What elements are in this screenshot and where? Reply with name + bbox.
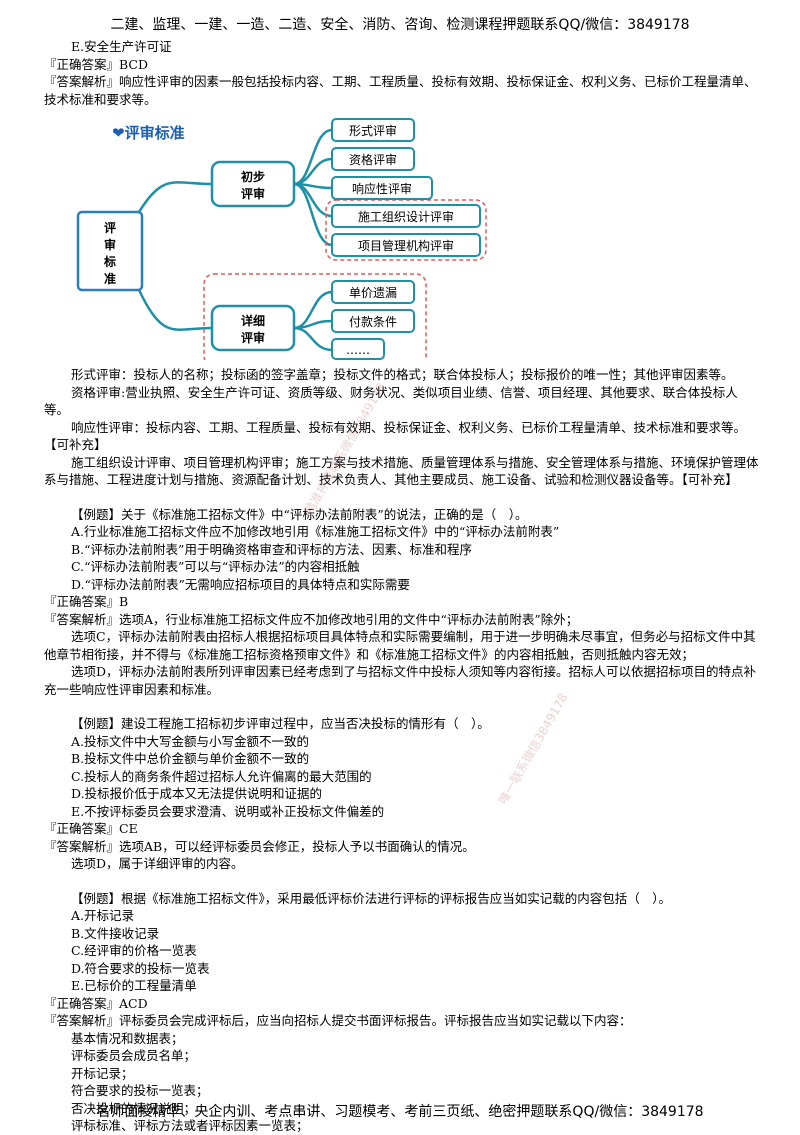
- q1-option-d: D.“评标办法前附表”无需响应招标项目的具体特点和实际需要: [71, 576, 410, 592]
- q3-option-a: A.开标记录: [71, 908, 135, 923]
- analysis-1: 『答案解析』响应性评审的因素一般包括投标内容、工期、工程质量、投标有效期、投标保…: [44, 74, 757, 107]
- root-label-2: 审: [104, 237, 116, 252]
- q2-stem: 【例题】建设工程施工招标初步评审过程中，应当否决投标的情形有（ ）。: [71, 716, 490, 731]
- page-header: 二建、监理、一建、一造、二造、安全、消防、咨询、检测课程押题联系QQ/微信：38…: [110, 17, 690, 33]
- q3-answer: 『正确答案』ACD: [44, 995, 148, 1011]
- prelim-item-4: 施工组织设计评审: [358, 209, 454, 224]
- connector-lines: [137, 128, 333, 352]
- q3-option-c: C.经评审的价格一览表: [71, 943, 197, 958]
- q1-analysis-2: 选项C，评标办法前附表由招标人根据招标项目具体特点和实际需要编制，用于进一步明确…: [44, 629, 756, 662]
- page-content: E.安全生产许可证 『正确答案』BCD 『答案解析』响应性评审的因素一般包括投标…: [44, 38, 760, 1135]
- prelim-item-box-2: [331, 147, 415, 171]
- prelim-item-2: 资格评审: [349, 152, 397, 167]
- q2-option-b: B.投标文件中总价金额与单价金额不一致的: [71, 751, 310, 766]
- detail-node: [210, 304, 296, 352]
- note-2: 资格评审:营业执照、安全生产许可证、资质等级、财务状况、类似项目业绩、信誉、项目…: [44, 384, 738, 418]
- q1-option-a: A.行业标准施工招标文件应不加修改地引用《标准施工招标文件》中的“评标办法前附表…: [71, 524, 560, 539]
- detail-item-box-1: [331, 280, 415, 304]
- q3-list-item-4: 符合要求的投标一览表；: [71, 1083, 209, 1098]
- q3-option-e: E.已标价的工程量清单: [71, 978, 197, 993]
- prelim-item-1: 形式评审: [349, 123, 397, 138]
- prelim-node: [210, 160, 296, 208]
- prelim-label-1: 初步: [241, 169, 265, 184]
- page-footer: 名师面授精华、央企内训、考点串讲、习题模考、考前三页纸、绝密押题联系QQ/微信：…: [96, 1104, 704, 1120]
- answer-1: 『正确答案』BCD: [44, 56, 149, 72]
- root-label-1: 评: [104, 221, 116, 235]
- q1-option-b: B.“评标办法前附表”用于明确资格审查和评标的方法、因素、标准和程序: [71, 541, 472, 557]
- q3-list-item-6: 评标标准、评标方法或者评标因素一览表；: [71, 1118, 309, 1133]
- root-label-3: 标: [103, 254, 116, 269]
- q2-option-e: E.不按评标委员会要求澄清、说明或补正投标文件偏差的: [71, 803, 385, 819]
- q3-analysis: 『答案解析』评标委员会完成评标后，应当向招标人提交书面评标报告。评标报告应当如实…: [44, 1013, 632, 1028]
- detail-item-1: 单价遗漏: [349, 286, 397, 300]
- q2-option-d: D.投标报价低于成本又无法提供说明和证据的: [71, 786, 323, 801]
- detail-item-box-2: [331, 309, 415, 333]
- prelim-item-3: 响应性评审: [352, 181, 412, 196]
- q3-list-item-2: 评标委员会成员名单；: [71, 1048, 197, 1063]
- prelim-label-2: 评审: [241, 186, 265, 201]
- option-e: E.安全生产许可证: [71, 39, 172, 54]
- detail-item-2: 付款条件: [349, 315, 397, 329]
- prelim-item-5: 项目管理机构评审: [358, 238, 454, 253]
- q3-list-item-5: 否决投标的情况说明；: [71, 1100, 197, 1116]
- diagram-title: ❤评审标准: [112, 124, 185, 142]
- prelim-item-box-5: [331, 233, 481, 257]
- root-label-4: 准: [104, 271, 116, 286]
- note-3: 响应性评审：投标内容、工期、工程质量、投标有效期、投标保证金、权利义务、已标价工…: [44, 419, 747, 453]
- detail-item-box-3: [331, 338, 385, 360]
- q2-option-a: A.投标文件中大写金额与小写金额不一致的: [71, 733, 310, 749]
- detail-item-3: ……: [346, 343, 370, 357]
- q1-analysis-3: 选项D，评标办法前附表所列评审因素已经考虑到了与招标文件中投标人须知等内容衔接。…: [44, 664, 757, 697]
- q2-analysis-1: 『答案解析』选项AB，可以经评标委员会修正，投标人予以书面确认的情况。: [44, 838, 475, 854]
- q3-list-item-1: 基本情况和数据表；: [71, 1030, 184, 1046]
- q1-answer: 『正确答案』B: [44, 594, 129, 609]
- detail-label-1: 详细: [241, 313, 265, 328]
- q1-stem: 【例题】关于《标准施工招标文件》中“评标办法前附表”的说法，正确的是（ ）。: [71, 506, 528, 522]
- note-4: 施工组织设计评审、项目管理机构评审；施工方案与技术措施、质量管理体系与措施、安全…: [44, 454, 759, 488]
- q2-answer: 『正确答案』CE: [44, 821, 138, 836]
- review-standard-diagram: ❤评审标准 评 审 标: [44, 112, 760, 360]
- note-1: 形式评审：投标人的名称；投标函的签字盖章；投标文件的格式；联合体投标人；投标报价…: [71, 367, 734, 382]
- q3-stem: 【例题】根据《标准施工招标文件》，采用最低评标价法进行评标的评标报告应当如实记载…: [71, 890, 672, 906]
- q1-analysis-1: 『答案解析』选项A，行业标准施工招标文件应不加修改地引用的文件中“评标办法前附表…: [44, 611, 579, 627]
- detail-group: [203, 273, 427, 360]
- detail-label-2: 评审: [241, 330, 265, 345]
- prelim-item-box-3: [331, 176, 433, 200]
- q1-option-c: C.“评标办法前附表”可以与“评标办法”的内容相抵触: [71, 559, 360, 574]
- q2-option-c: C.投标人的商务条件超过招标人允许偏离的最大范围的: [71, 768, 372, 784]
- prelim-item-box-4: [331, 204, 481, 228]
- prelim-item-box-1: [331, 118, 415, 142]
- q3-option-d: D.符合要求的投标一览表: [71, 960, 210, 976]
- q2-analysis-2: 选项D，属于详细评审的内容。: [71, 856, 244, 871]
- q3-option-b: B.文件接收记录: [71, 925, 160, 941]
- q3-list-item-3: 开标记录；: [71, 1065, 134, 1081]
- root-node: [76, 210, 144, 292]
